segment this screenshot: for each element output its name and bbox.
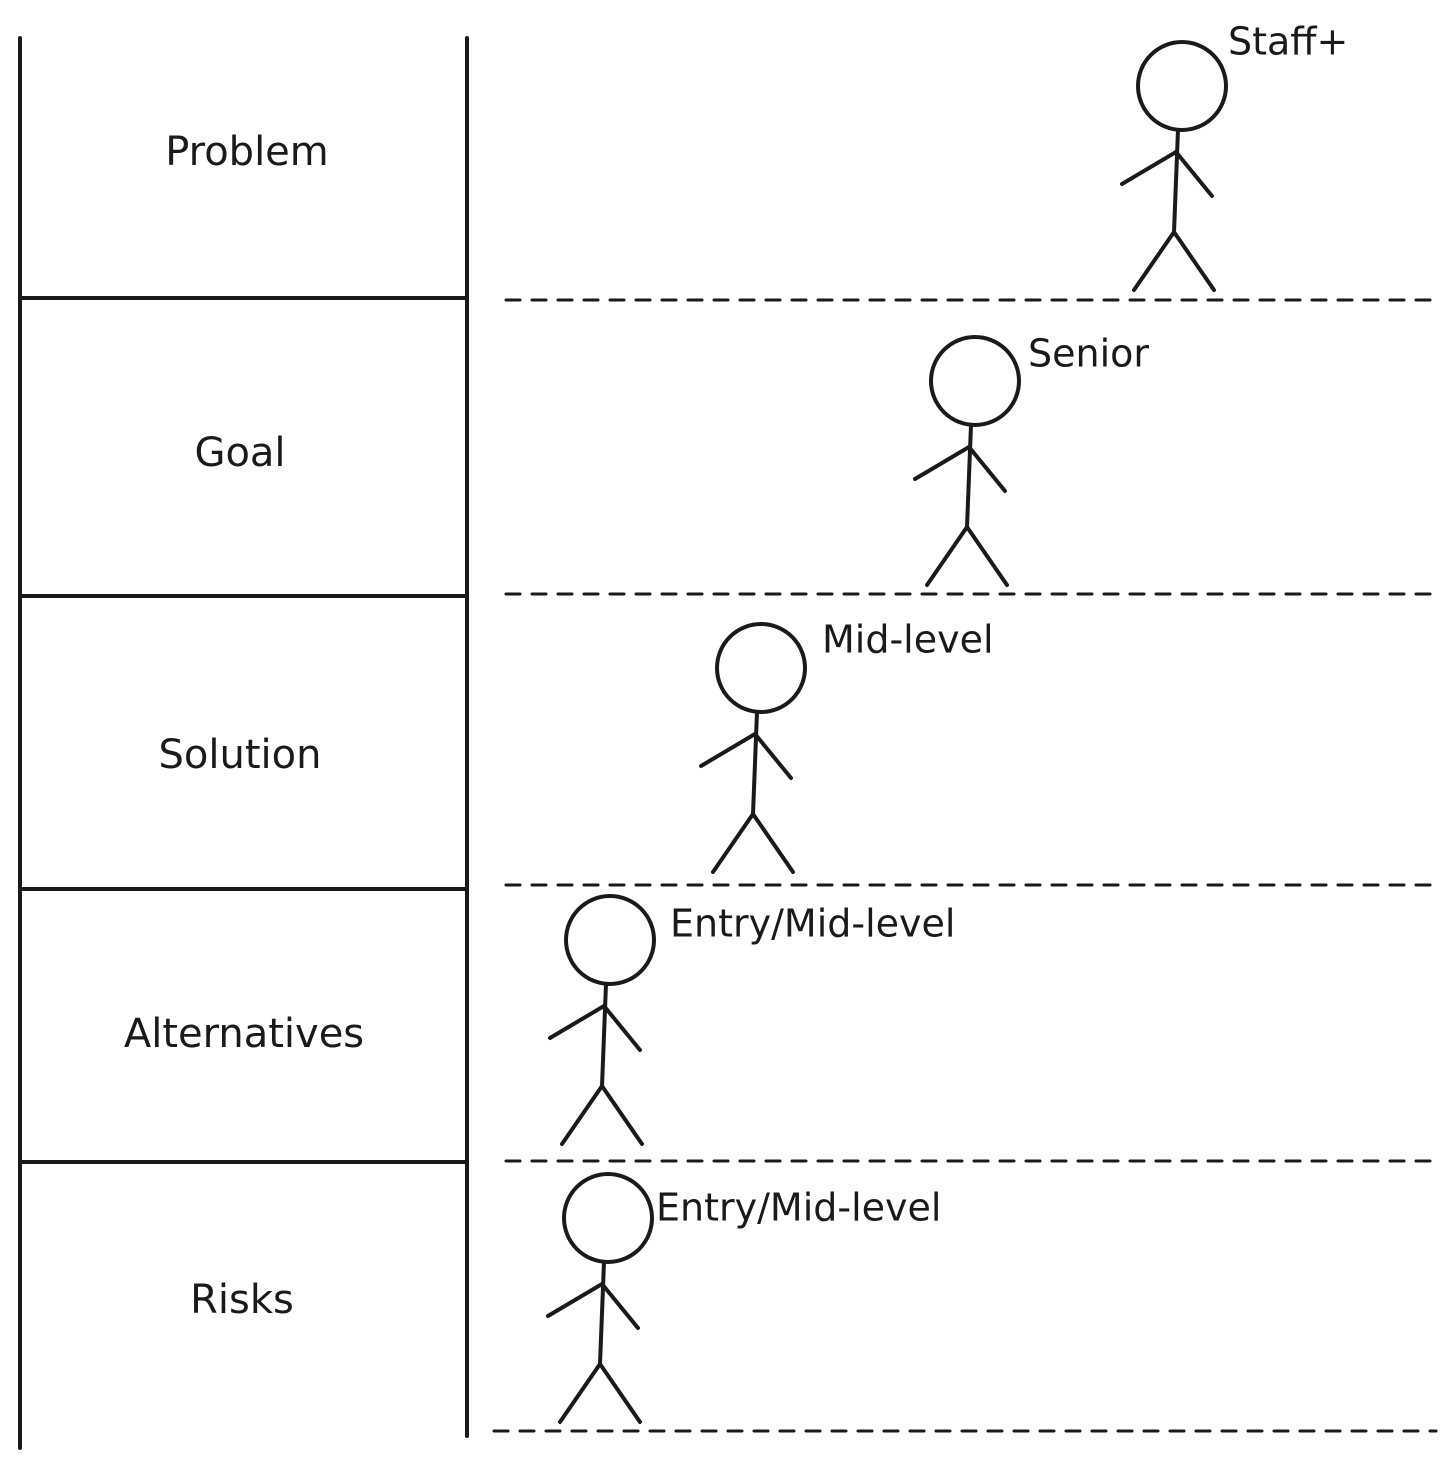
level-label: Senior — [1028, 332, 1149, 376]
figure-left-leg — [925, 525, 969, 587]
figure-left-arm — [548, 1004, 606, 1040]
level-label: Mid-level — [822, 618, 994, 662]
figure-body — [600, 982, 608, 1088]
figure-right-arm — [1174, 150, 1214, 198]
stick-figure-icon — [548, 894, 656, 1146]
level-label: Entry/Mid-level — [670, 902, 955, 946]
figure-left-leg — [558, 1362, 602, 1424]
level-label: Staff+ — [1228, 20, 1348, 64]
figure-body — [751, 710, 759, 816]
figure-right-arm — [602, 1004, 642, 1052]
figure-left-leg — [560, 1084, 604, 1146]
figure-head — [1136, 40, 1228, 132]
stage-label-alternatives: Alternatives — [124, 1011, 364, 1057]
figure-right-arm — [753, 732, 793, 780]
figure-head — [929, 335, 1021, 427]
figure-head — [562, 1172, 654, 1264]
figure-left-leg — [1132, 230, 1176, 292]
stage-label-solution: Solution — [159, 732, 322, 778]
figure-right-leg — [600, 1084, 644, 1146]
figure-head — [564, 894, 656, 986]
figure-left-leg — [711, 812, 755, 874]
figure-head — [715, 622, 807, 714]
stage-label-risks: Risks — [190, 1277, 294, 1323]
figure-right-leg — [751, 812, 795, 874]
figure-right-leg — [1172, 230, 1216, 292]
figure-right-leg — [965, 525, 1009, 587]
figure-body — [965, 423, 973, 529]
figure-body — [1172, 128, 1180, 234]
stage-label-goal: Goal — [194, 430, 285, 476]
figure-left-arm — [1120, 150, 1178, 186]
stick-figure-icon — [913, 335, 1021, 587]
level-labels: Staff+SeniorMid-levelEntry/Mid-levelEntr… — [656, 20, 1348, 1230]
ladder — [18, 36, 469, 1450]
ladder-rungs — [18, 296, 469, 1164]
level-dividers — [492, 298, 1438, 1433]
figure-right-leg — [598, 1362, 642, 1424]
figure-right-arm — [967, 445, 1007, 493]
figure-left-arm — [699, 732, 757, 768]
stick-figure-icon — [1120, 40, 1228, 292]
stick-figure-icon — [699, 622, 807, 874]
figure-body — [598, 1260, 606, 1366]
figure-left-arm — [913, 445, 971, 481]
stage-label-problem: Problem — [165, 129, 329, 175]
level-label: Entry/Mid-level — [656, 1186, 941, 1230]
stick-figure-icon — [546, 1172, 654, 1424]
stick-figures — [546, 40, 1228, 1424]
figure-right-arm — [600, 1282, 640, 1330]
figure-left-arm — [546, 1282, 604, 1318]
